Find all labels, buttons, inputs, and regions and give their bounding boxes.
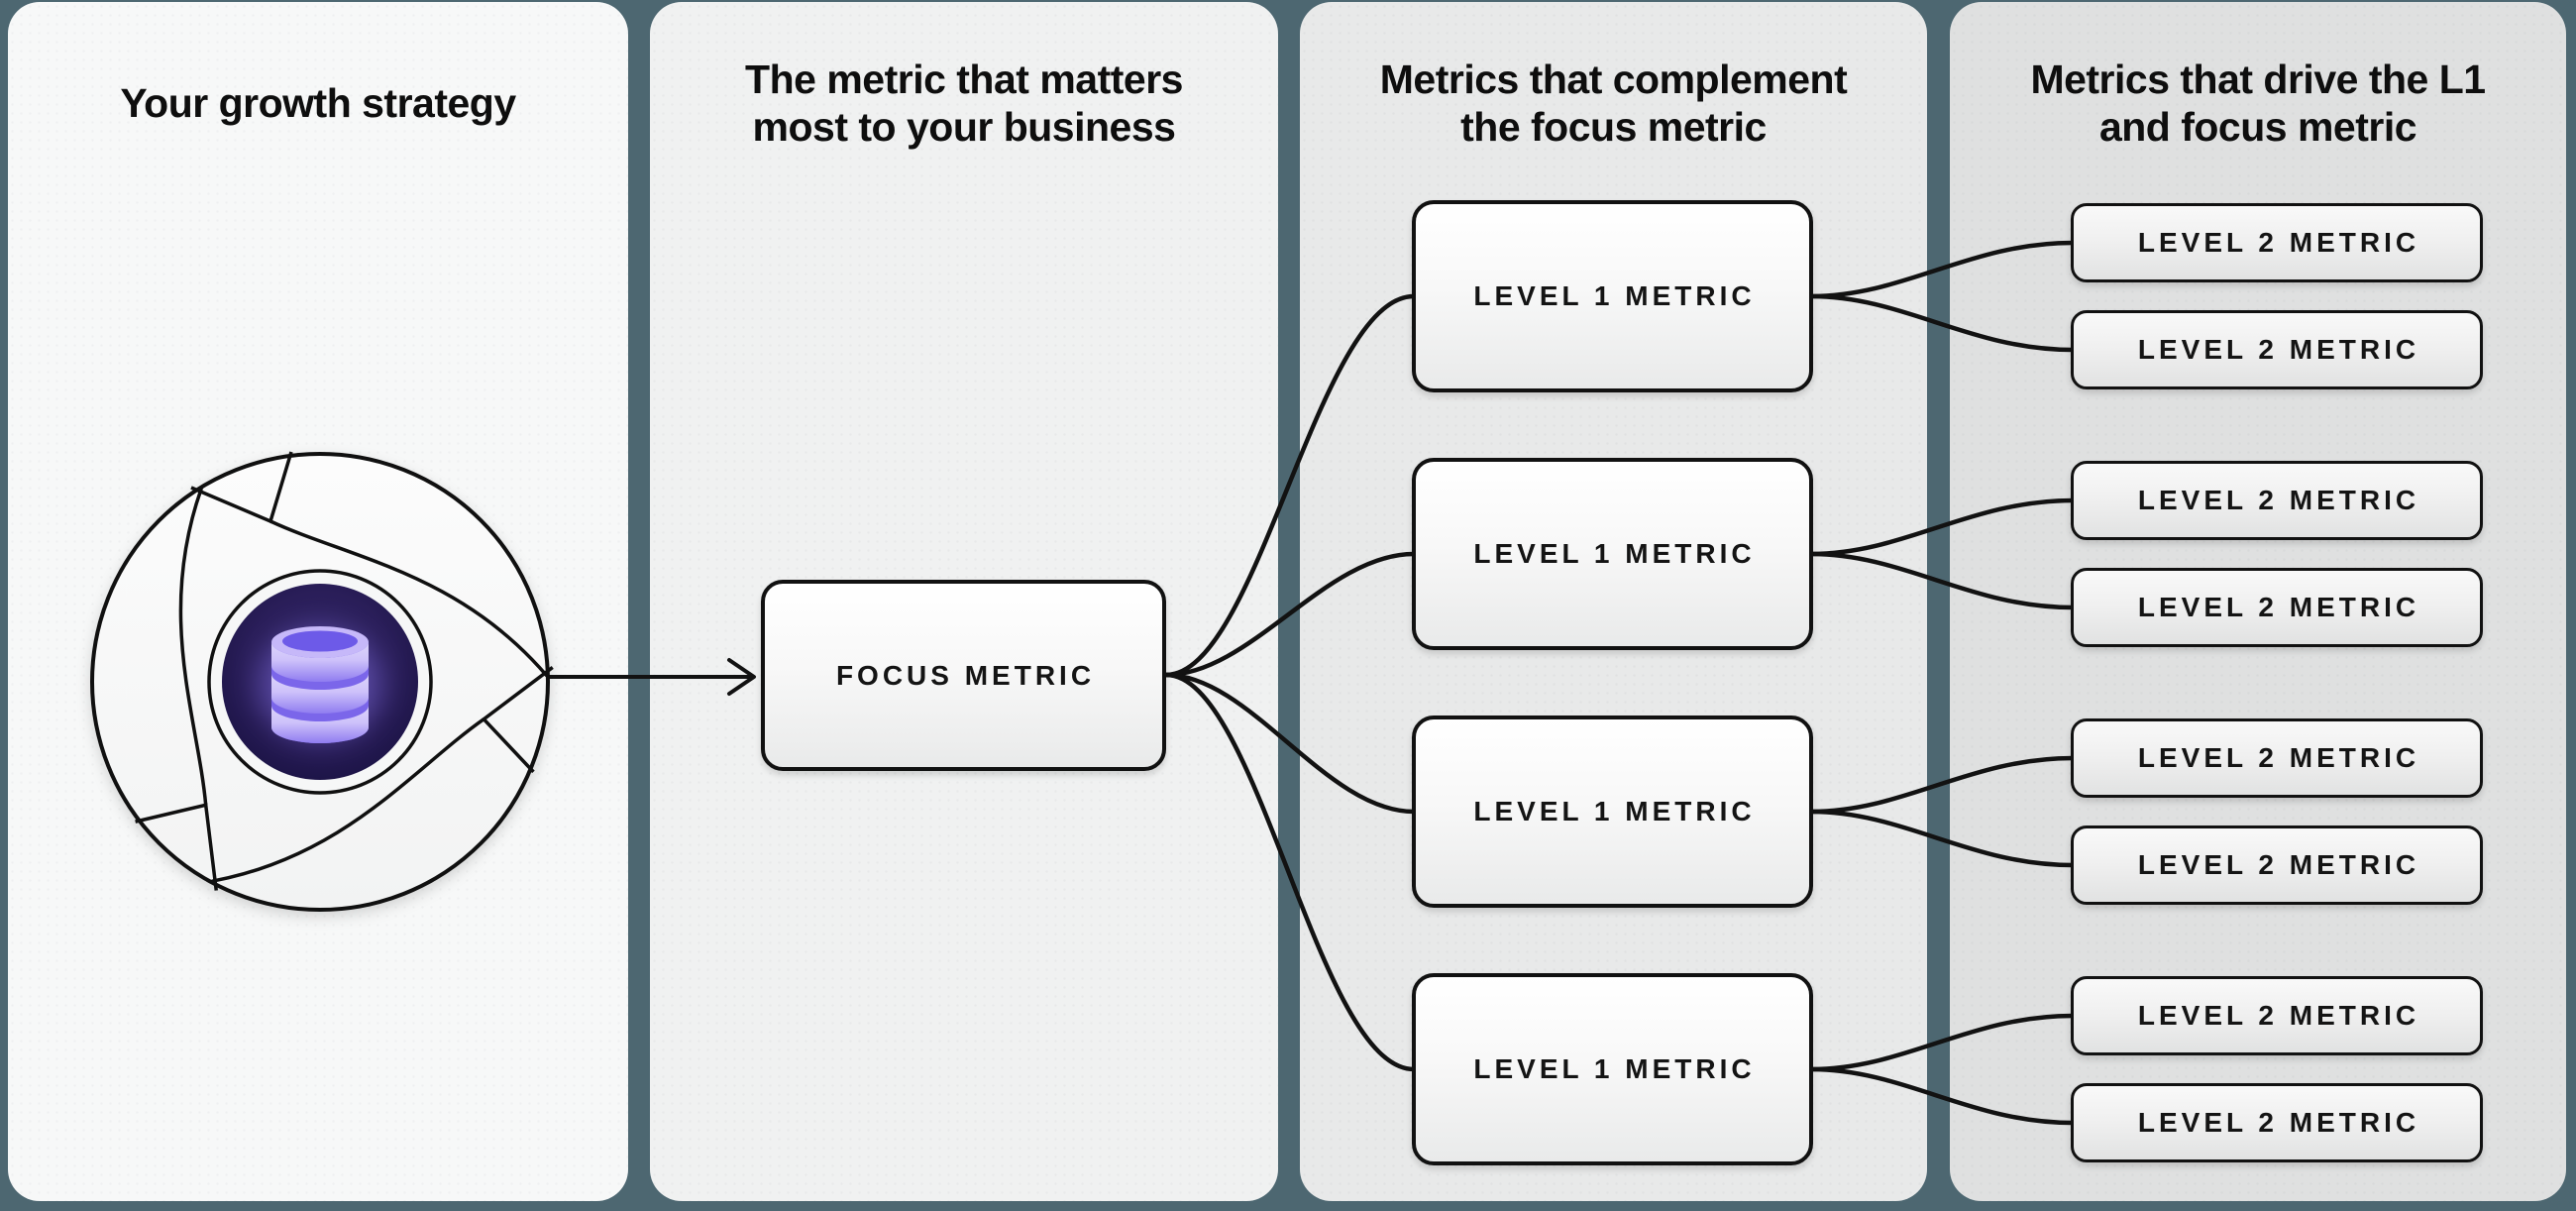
focus-metric-box: FOCUS METRIC — [761, 580, 1166, 771]
level1-metric-box: LEVEL 1 METRIC — [1412, 716, 1813, 908]
level2-metric-label: LEVEL 2 METRIC — [2137, 742, 2420, 773]
level1-metric-label: LEVEL 1 METRIC — [1473, 1053, 1756, 1084]
level2-metric-label: LEVEL 2 METRIC — [2137, 485, 2420, 515]
level2-metric-label: LEVEL 2 METRIC — [2137, 1000, 2420, 1031]
level1-metric-label: LEVEL 1 METRIC — [1473, 538, 1756, 569]
level2-metric-box: LEVEL 2 METRIC — [2071, 826, 2483, 905]
level2-metric-box: LEVEL 2 METRIC — [2071, 461, 2483, 540]
database-icon — [259, 626, 381, 743]
flywheel-blades — [135, 451, 554, 891]
level2-metric-label: LEVEL 2 METRIC — [2137, 227, 2420, 258]
level2-metric-label: LEVEL 2 METRIC — [2137, 592, 2420, 622]
panel-level2-metrics-title: Metrics that drive the L1 and focus metr… — [2030, 56, 2486, 150]
level2-metric-box: LEVEL 2 METRIC — [2071, 203, 2483, 282]
level1-metric-label: LEVEL 1 METRIC — [1473, 280, 1756, 311]
panel-growth-strategy-title: Your growth strategy — [120, 80, 516, 126]
flywheel-icon — [90, 451, 554, 912]
level2-metric-label: LEVEL 2 METRIC — [2137, 1107, 2420, 1138]
level1-metric-box: LEVEL 1 METRIC — [1412, 458, 1813, 650]
level2-metric-label: LEVEL 2 METRIC — [2137, 334, 2420, 365]
panel-focus-metric-title: The metric that matters most to your bus… — [745, 56, 1183, 150]
level1-metric-box: LEVEL 1 METRIC — [1412, 200, 1813, 392]
level2-metric-box: LEVEL 2 METRIC — [2071, 310, 2483, 389]
focus-metric-label: FOCUS METRIC — [835, 659, 1096, 691]
level2-metric-box: LEVEL 2 METRIC — [2071, 1083, 2483, 1162]
level2-metric-box: LEVEL 2 METRIC — [2071, 976, 2483, 1055]
level1-metric-box: LEVEL 1 METRIC — [1412, 973, 1813, 1165]
level2-metric-box: LEVEL 2 METRIC — [2071, 568, 2483, 647]
level2-metric-label: LEVEL 2 METRIC — [2137, 849, 2420, 880]
level1-metric-label: LEVEL 1 METRIC — [1473, 796, 1756, 826]
level2-metric-box: LEVEL 2 METRIC — [2071, 718, 2483, 798]
panel-level1-metrics-title: Metrics that complement the focus metric — [1379, 56, 1848, 150]
